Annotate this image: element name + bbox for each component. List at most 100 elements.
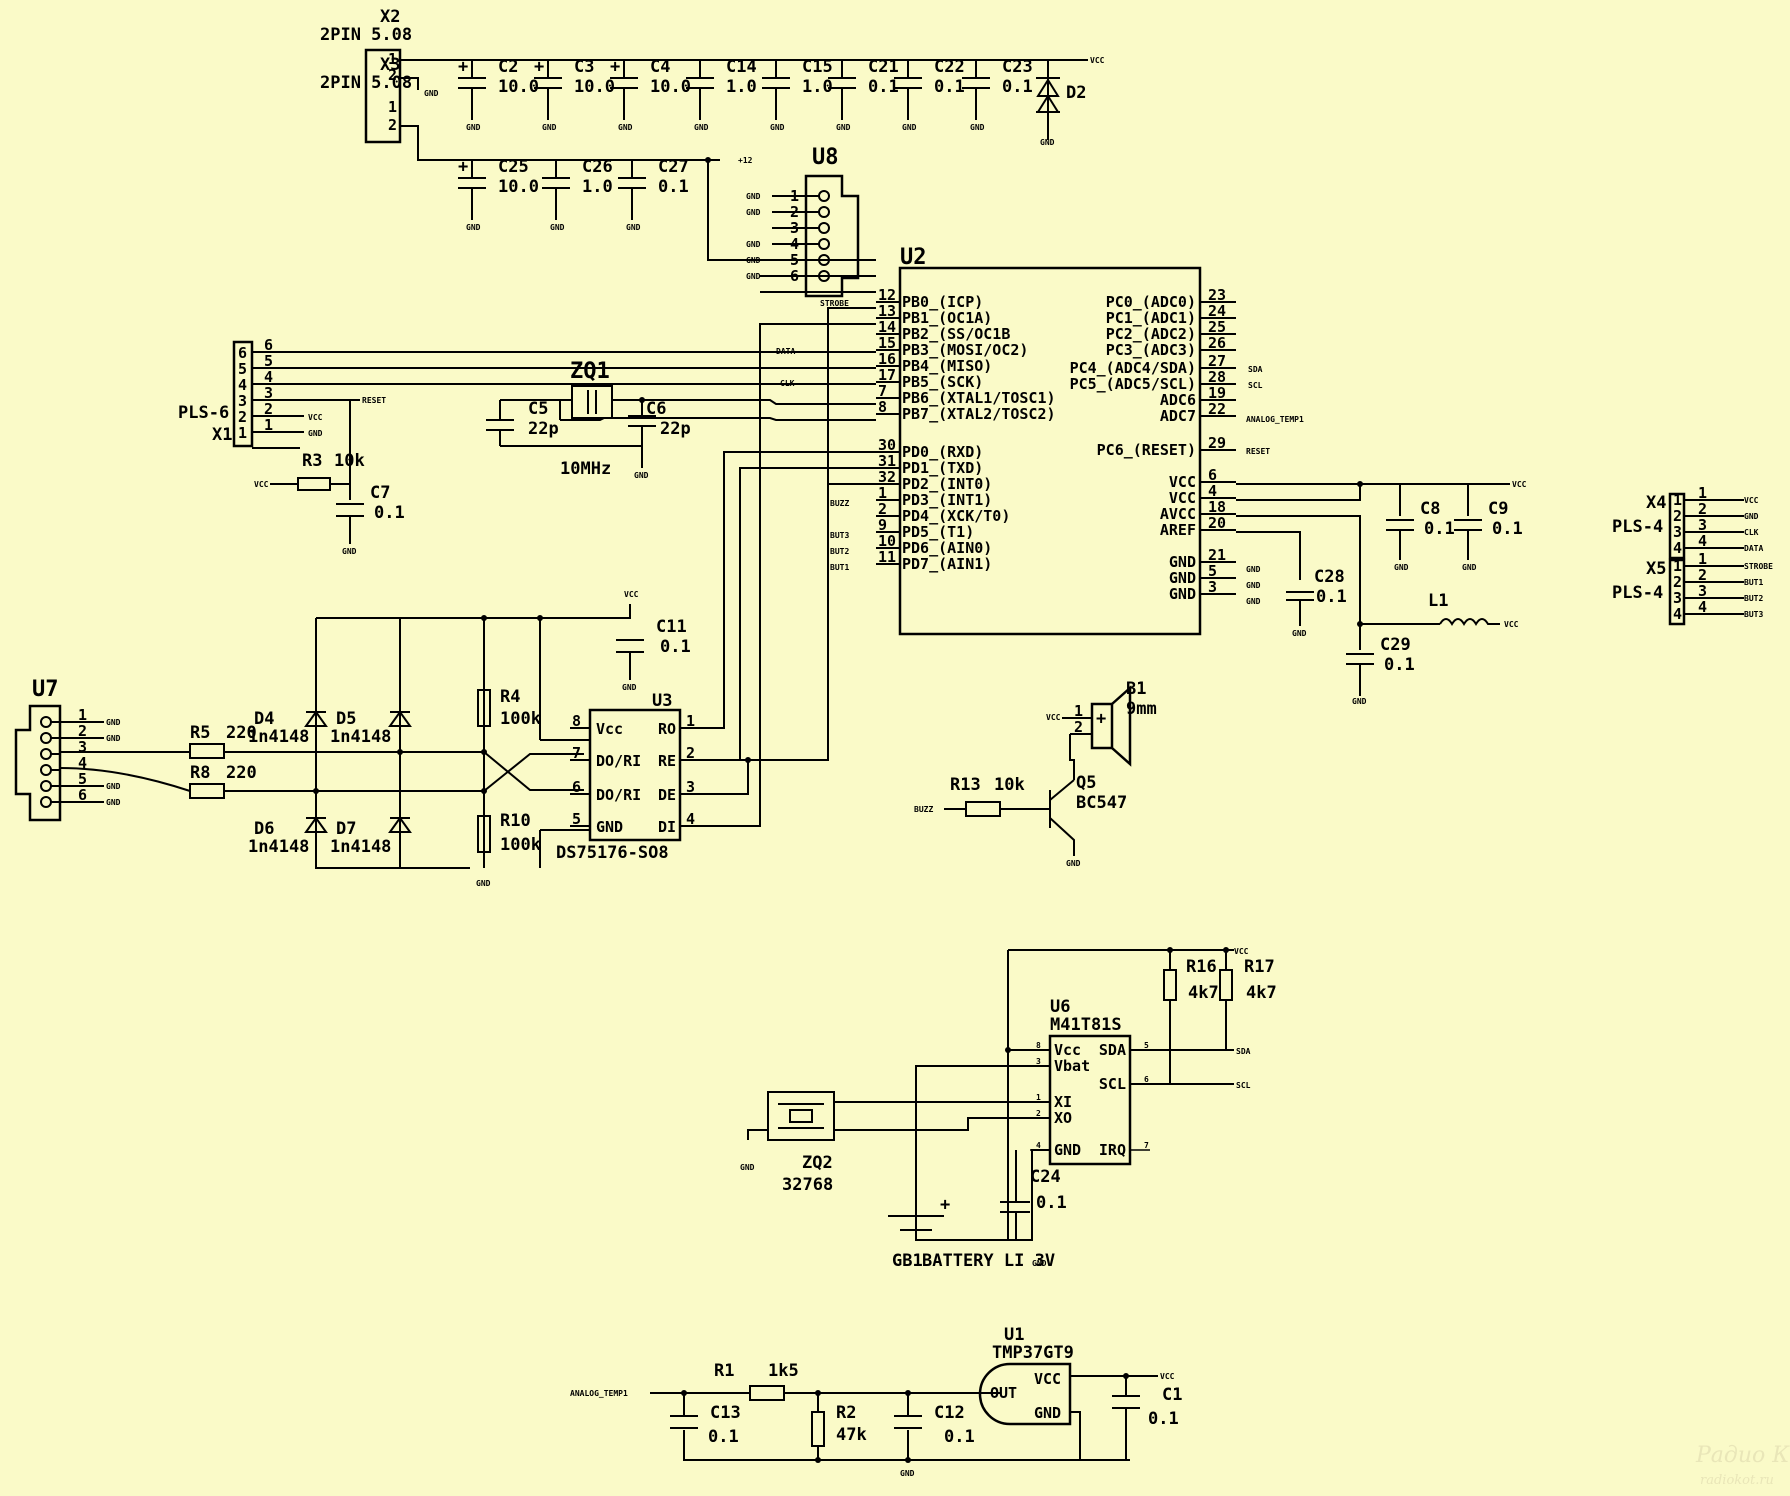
svg-text:+: +	[458, 57, 468, 77]
u8-pin	[818, 222, 830, 234]
connector-pin-label: 2	[1698, 500, 1707, 518]
svg-text:SCL: SCL	[1248, 381, 1263, 390]
pin-number: 3	[78, 738, 87, 756]
svg-text:VCC: VCC	[1034, 1370, 1061, 1388]
svg-text:RESET: RESET	[1246, 447, 1270, 456]
u2-pin-number: 23	[1208, 286, 1226, 304]
connector-pin-label: 3	[1698, 582, 1707, 600]
svg-text:C8: C8	[1420, 499, 1440, 519]
svg-text:L1: L1	[1428, 591, 1448, 611]
x1-pin-label: 1	[264, 416, 273, 434]
u6-pin-name: XI	[1054, 1093, 1072, 1111]
u2-pin-name: PD1_(TXD)	[902, 459, 983, 477]
svg-text:0.1: 0.1	[1424, 519, 1455, 539]
svg-text:U6: U6	[1050, 997, 1070, 1017]
svg-text:2: 2	[1074, 718, 1083, 736]
svg-text:C28: C28	[1314, 567, 1345, 587]
cap-ref: C4	[650, 57, 670, 77]
svg-text:R1: R1	[714, 1361, 734, 1381]
gnd-label: GND	[618, 123, 633, 132]
u2-pin-number: 30	[878, 436, 896, 454]
u8-pin	[818, 190, 830, 202]
u2-pin-name: PD5_(T1)	[902, 523, 974, 541]
svg-text:R5: R5	[190, 723, 210, 743]
cap-value: 10.0	[498, 177, 539, 197]
vcc-net-label: VCC	[1090, 56, 1105, 65]
u2-pin-number: 7	[878, 382, 887, 400]
svg-text:GND: GND	[1292, 629, 1307, 638]
svg-text:SDA: SDA	[1248, 365, 1263, 374]
u3-pin-number: 2	[686, 744, 695, 762]
svg-text:BUT2: BUT2	[830, 547, 849, 556]
rs485-protection: VCC C11 0.1 GND D4 1n4148 D5 1n4148 D6 1…	[59, 590, 691, 888]
u2-pin-number: 21	[1208, 546, 1226, 564]
u3-pin-number: 1	[686, 712, 695, 730]
cap-ref: C2	[498, 57, 518, 77]
gnd-label: GND	[746, 240, 761, 249]
u8-ref: U8	[812, 145, 839, 170]
svg-text:GND: GND	[1040, 138, 1055, 147]
u2-pin-name: PB3_(MOSI/OC2)	[902, 341, 1028, 359]
u2-pin-name: PD7_(AIN1)	[902, 555, 992, 573]
d2-diode: D2 GND	[1036, 60, 1086, 147]
u3-pin-name: RO	[658, 720, 676, 738]
svg-text:0.1: 0.1	[944, 1427, 975, 1447]
x1-pin-label: 6	[264, 336, 273, 354]
u2-pin-number: 3	[1208, 578, 1217, 596]
u2-pin-name: ADC6	[1160, 391, 1196, 409]
u8-pin	[818, 238, 830, 250]
cap-value: 0.1	[868, 77, 899, 97]
u7-pin	[40, 764, 52, 776]
svg-text:BUT1: BUT1	[830, 563, 849, 572]
u2-pin-name: PC5_(ADC5/SCL)	[1070, 375, 1196, 393]
u3-pin-name: DO/RI	[596, 786, 641, 804]
u2-pin-number: 25	[1208, 318, 1226, 336]
svg-text:SDA: SDA	[1236, 1047, 1251, 1056]
u2-pin-number: 19	[1208, 384, 1226, 402]
u2-pin-number: 20	[1208, 514, 1226, 532]
x1-type: PLS-6	[178, 403, 229, 423]
connector-pin-number: 2	[1673, 507, 1682, 525]
connector-pin-number: 4	[1673, 539, 1682, 557]
svg-text:2: 2	[388, 66, 397, 84]
cap-value: 1.0	[582, 177, 613, 197]
u6-pin-name: Vcc	[1054, 1041, 1081, 1059]
svg-text:C7: C7	[370, 483, 390, 503]
u2-pin-number: 5	[1208, 562, 1217, 580]
cap-value: 10.0	[574, 77, 615, 97]
svg-text:VCC: VCC	[1504, 620, 1519, 629]
svg-text:D6: D6	[254, 819, 274, 839]
connector-pin-label: 4	[1698, 532, 1707, 550]
svg-text:R17: R17	[1244, 957, 1275, 977]
x1-pin-number: 4	[238, 376, 247, 394]
svg-text:9mm: 9mm	[1126, 699, 1157, 719]
gnd-label: GND	[626, 223, 641, 232]
svg-text:100k: 100k	[500, 709, 541, 729]
plus12-net-label: +12	[738, 156, 753, 165]
u2-pin-name: PC4_(ADC4/SDA)	[1070, 359, 1196, 377]
svg-text:X5: X5	[1646, 559, 1666, 579]
connector-net-label: BUT1	[1744, 578, 1763, 587]
pin-number: 1	[78, 706, 87, 724]
svg-text:U7: U7	[32, 677, 59, 702]
u6-pin-number: 3	[1036, 1057, 1041, 1066]
u2-pin-name: PC0_(ADC0)	[1106, 293, 1196, 311]
x3-ref: X3	[380, 55, 400, 75]
x1-pin-number: 1	[238, 424, 247, 442]
x2-x3-connector-body	[364, 48, 402, 144]
x1-pin-number: 2	[238, 408, 247, 426]
svg-text:1: 1	[388, 50, 397, 68]
cap-value: 1.0	[726, 77, 757, 97]
svg-text:22p: 22p	[528, 419, 559, 439]
svg-text:R13: R13	[950, 775, 981, 795]
u2-pin-name: PB4_(MISO)	[902, 357, 992, 375]
pin-number: 3	[790, 219, 799, 237]
svg-text:220: 220	[226, 763, 257, 783]
svg-text:100k: 100k	[500, 835, 541, 855]
